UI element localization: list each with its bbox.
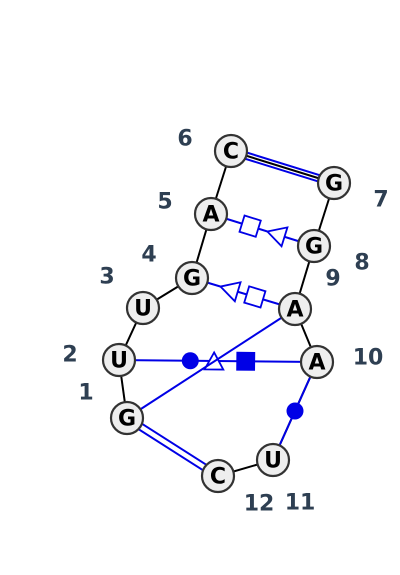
nucleotide-circle [109,400,145,436]
open-triangle-glyph [218,281,242,303]
filled-square-glyph [236,351,256,371]
index-label-1: 1 [78,381,93,406]
nucleotide-base-label: A [202,203,219,228]
nucleotide-circle [125,290,161,326]
index-label-5: 5 [157,190,172,215]
nucleotide-base-label: A [286,298,303,323]
open-square-glyph [243,285,267,309]
nucleotide-circle [174,260,210,296]
index-label-2: 2 [62,343,77,368]
pair-1-12 [124,414,221,480]
index-label-12: 12 [244,492,275,517]
open-triangle-glyph [265,226,289,249]
open-square-glyph [238,214,262,238]
nucleotide-base-label: G [183,267,201,292]
pair-4-9 [191,277,296,310]
nucleotide-8: G [296,228,332,264]
index-label-10: 10 [353,346,384,371]
index-label-4: 4 [141,243,156,268]
nucleotide-11: U [255,442,291,478]
nucleotide-5: A [193,196,229,232]
pair-10-11 [272,361,318,461]
nucleotide-3: U [125,290,161,326]
pair-line-6-7-2 [231,146,336,181]
filled-circle-glyph [181,352,199,370]
nucleotide-2: U [101,342,137,378]
base-pair-layer [118,146,336,480]
nucleotide-base-label: G [118,407,136,432]
nucleotide-base-label: G [325,172,343,197]
nucleotide-base-label: A [308,351,325,376]
nucleotide-6: C [213,133,249,169]
nucleotide-1: G [109,400,145,436]
nucleotide-circle [193,196,229,232]
pair-line-1-12-2 [128,414,221,475]
nucleotide-base-label: U [264,449,282,474]
nucleotide-4: G [174,260,210,296]
nucleotide-circle [296,228,332,264]
nucleotide-circle [277,291,313,327]
pair-line-4-9 [191,277,296,310]
pair-5-8 [210,213,315,249]
nucleotide-circle [200,458,236,494]
index-label-11: 11 [285,491,316,516]
index-label-8: 8 [354,251,369,276]
pair-line-1-12-1 [124,419,217,480]
nucleotide-circle [101,342,137,378]
pair-line-6-7-1 [229,153,334,188]
backbone-6-7 [230,150,335,184]
nucleotide-7: G [316,165,352,201]
index-label-6: 6 [177,127,192,152]
nucleotide-12: C [200,458,236,494]
nucleotide-layer: G U U G A C G G A A U C [101,133,352,494]
index-label-9: 9 [325,267,340,292]
index-label-7: 7 [373,188,388,213]
pair-1-9 [126,308,296,419]
nucleotide-circle [299,344,335,380]
filled-circle-glyph [286,402,304,420]
nucleotide-base-label: C [210,465,226,490]
nucleotide-base-label: U [134,297,152,322]
nucleotide-10: A [299,344,335,380]
nucleotide-circle [316,165,352,201]
pair-line-1-9 [126,308,296,419]
nucleotide-circle [255,442,291,478]
nucleotide-base-label: C [223,140,239,165]
nucleotide-circle [213,133,249,169]
nucleotide-9: A [277,291,313,327]
pair-6-7 [229,146,336,188]
index-label-3: 3 [99,265,114,290]
nucleotide-base-label: G [305,235,323,260]
pair-line-5-8 [210,213,315,247]
nucleotide-base-label: U [110,349,128,374]
